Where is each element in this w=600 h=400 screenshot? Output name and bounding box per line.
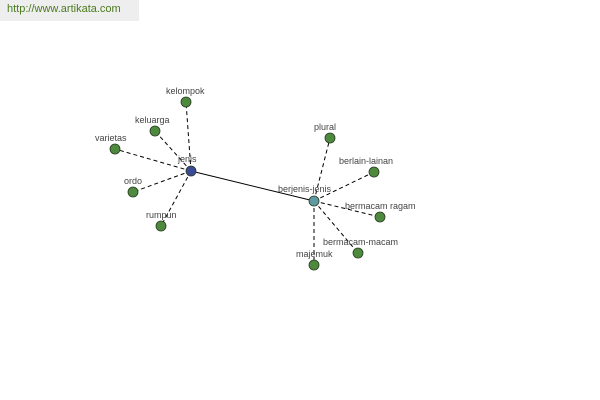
labels: kelompok keluarga varietas ordo rumpun plural… — [95, 86, 416, 259]
edge-jenis-berjenis — [190, 170, 315, 202]
edge-berjenis-bermacam-ragam — [313, 200, 381, 218]
url-banner: http://www.artikata.com — [0, 0, 139, 21]
node-bermacam-macam[interactable] — [352, 247, 364, 259]
node-label-majemuk[interactable]: majemuk — [296, 249, 333, 259]
node-berlain-lainan[interactable] — [368, 166, 380, 178]
edge-berjenis-bermacam-macam — [313, 200, 359, 254]
node-label-bermacam-macam[interactable]: bermacam-macam — [323, 237, 398, 247]
node-plural[interactable] — [324, 132, 336, 144]
nodes — [109, 96, 386, 271]
node-bermacam-ragam[interactable] — [374, 211, 386, 223]
node-label-plural[interactable]: plural — [314, 122, 336, 132]
node-label-berjenis[interactable]: berjenis-jenis — [278, 184, 332, 194]
edge-jenis-rumpun — [160, 170, 192, 227]
edge-berjenis-plural — [313, 137, 331, 202]
url-text[interactable]: http://www.artikata.com — [7, 3, 121, 15]
node-label-varietas[interactable]: varietas — [95, 133, 127, 143]
node-kelompok[interactable] — [180, 96, 192, 108]
node-berjenis[interactable] — [308, 195, 320, 207]
node-varietas[interactable] — [109, 143, 121, 155]
node-label-rumpun[interactable]: rumpun — [146, 210, 177, 220]
node-keluarga[interactable] — [149, 125, 161, 137]
edge-jenis-ordo — [132, 170, 192, 193]
node-label-kelompok[interactable]: kelompok — [166, 86, 205, 96]
edge-jenis-varietas — [114, 148, 192, 172]
node-majemuk[interactable] — [308, 259, 320, 271]
edge-jenis-kelompok — [185, 101, 192, 172]
node-ordo[interactable] — [127, 186, 139, 198]
node-jenis[interactable] — [185, 165, 197, 177]
node-label-jenis[interactable]: jenis — [177, 154, 197, 164]
node-label-berlain-lainan[interactable]: berlain-lainan — [339, 156, 393, 166]
node-label-ordo[interactable]: ordo — [124, 176, 142, 186]
node-label-keluarga[interactable]: keluarga — [135, 115, 170, 125]
node-rumpun[interactable] — [155, 220, 167, 232]
edges — [114, 101, 381, 265]
node-label-bermacam-ragam[interactable]: bermacam ragam — [345, 201, 416, 211]
edge-jenis-keluarga — [154, 130, 192, 172]
